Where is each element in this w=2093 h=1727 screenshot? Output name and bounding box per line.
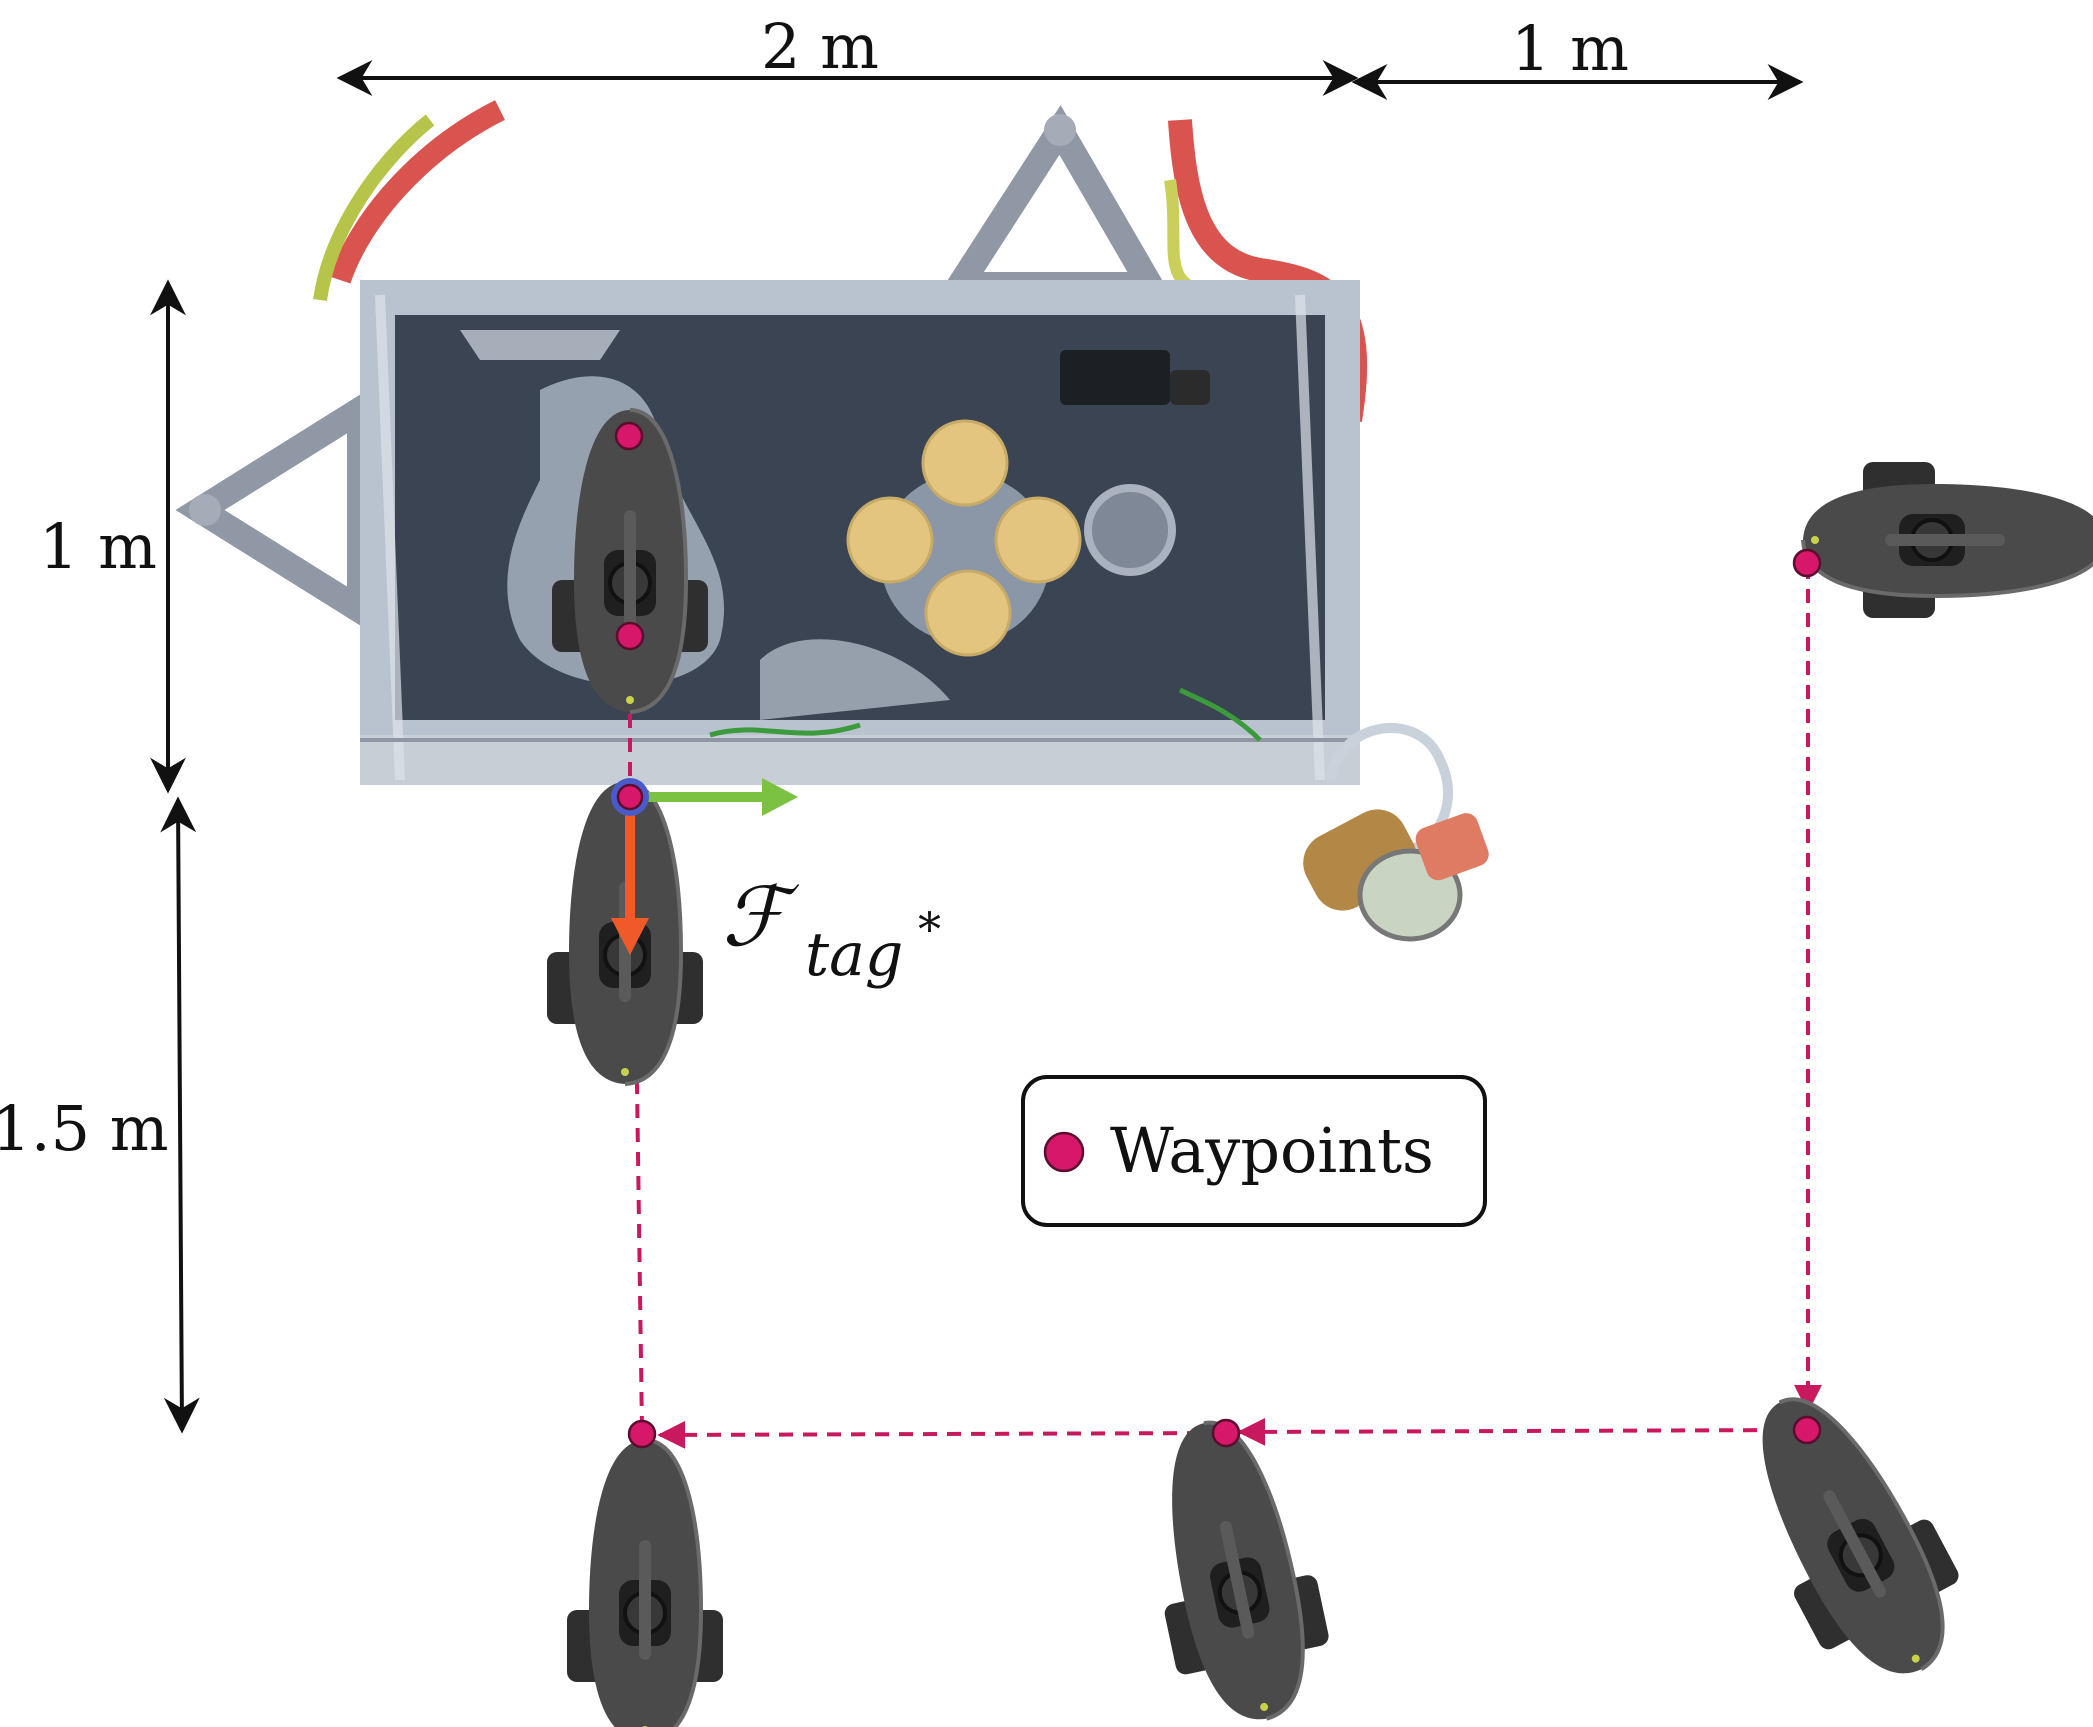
path-segment-left-1 (1237, 1417, 1806, 1446)
bottom-rail (360, 735, 1360, 785)
dim-arrow-left-lower (160, 796, 200, 1434)
frame-label-subscript: tag (805, 920, 903, 990)
disc-marker (846, 419, 1082, 657)
camera-unit (1303, 723, 1489, 942)
legend-waypoint-icon (1043, 1131, 1085, 1173)
waypoint-bottom-right (1792, 1415, 1822, 1445)
dim-label-top-right: 1 m (1511, 12, 1629, 85)
top-triangle-frame (936, 105, 1173, 298)
waypoint-bottom-middle (1211, 1418, 1241, 1448)
green-cable-left (313, 114, 435, 302)
tag-y-axis-head (611, 918, 649, 955)
red-cable-left (329, 100, 505, 284)
left-triangle-frame (175, 386, 373, 634)
frame-label-superscript: * (918, 902, 941, 956)
tag-x-axis-head (762, 778, 798, 816)
waypoints (614, 421, 1822, 1449)
legend-label: Waypoints (1110, 1114, 1434, 1187)
round-fixture (1084, 484, 1176, 576)
rov-bottom-middle (1125, 1405, 1345, 1727)
path-segment-left-2 (657, 1420, 1226, 1449)
dimensions: 2 m 1 m 1 m 1.5 m (0, 10, 1804, 1434)
dim-label-left-upper: 1 m (39, 510, 157, 583)
dim-label-left-lower: 1.5 m (0, 1092, 169, 1165)
structure (175, 100, 1489, 942)
legend: Waypoints (1021, 1075, 1487, 1227)
waypoint-tag (616, 783, 644, 811)
waypoint-bottom-left (627, 1419, 657, 1449)
rov-bottom-left (565, 1438, 725, 1727)
legend-box (1021, 1075, 1487, 1227)
frame-label-symbol: ℱ (722, 870, 800, 965)
waypoint-start (1792, 548, 1822, 578)
rov-start-right (1801, 460, 2093, 620)
black-box (1060, 350, 1170, 405)
frame-label: ℱ tag * (722, 870, 941, 990)
waypoint-inside-upper (614, 421, 644, 451)
waypoint-inside-lower (615, 621, 645, 651)
top-triangle-tube-end (1044, 114, 1076, 146)
dim-label-top-left: 2 m (761, 10, 879, 83)
rov-bottom-right (1711, 1366, 1991, 1706)
left-triangle-tube-end (189, 494, 221, 526)
